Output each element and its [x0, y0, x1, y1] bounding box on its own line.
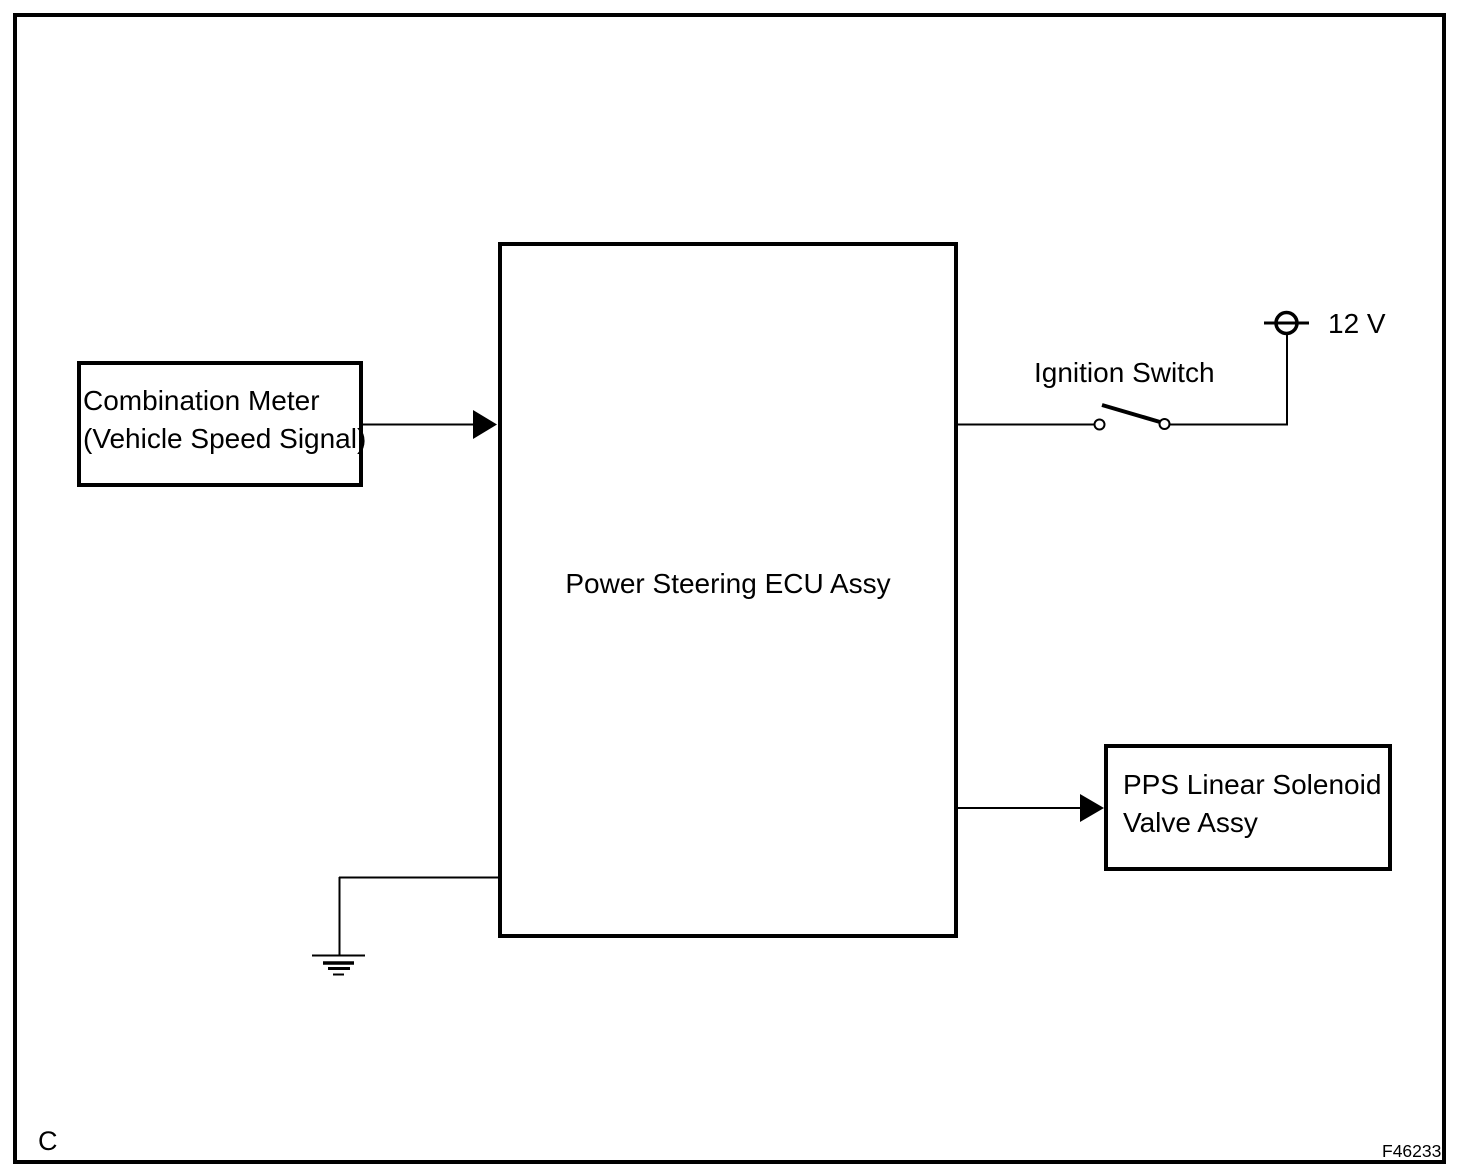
- pps-solenoid-valve-label-line2: Valve Assy: [1123, 807, 1258, 838]
- power-steering-ecu-label: Power Steering ECU Assy: [565, 568, 891, 599]
- switch-contact-left: [1093, 418, 1106, 431]
- voltage-label: 12 V: [1328, 308, 1386, 339]
- combination-meter-box: Combination Meter (Vehicle Speed Signal): [77, 361, 367, 487]
- ground-icon: [312, 954, 365, 976]
- figure-number: F46233: [1382, 1141, 1442, 1161]
- ignition-switch-icon: [1101, 403, 1161, 424]
- pps-solenoid-valve-label-line1: PPS Linear Solenoid: [1123, 769, 1382, 800]
- combination-meter-label-line1: Combination Meter: [83, 385, 320, 416]
- power-steering-ecu-box: Power Steering ECU Assy: [498, 242, 958, 938]
- switch-contact-right: [1158, 418, 1171, 430]
- arrowhead-icon: [1080, 794, 1104, 822]
- pps-solenoid-valve-box: PPS Linear Solenoid Valve Assy: [1104, 744, 1392, 871]
- ignition-switch-label: Ignition Switch: [1034, 357, 1215, 388]
- diagram-border: [13, 13, 1446, 1164]
- arrowhead-icon: [473, 410, 497, 439]
- page-marker-letter: C: [38, 1126, 58, 1156]
- combination-meter-label-line2: (Vehicle Speed Signal): [83, 423, 367, 454]
